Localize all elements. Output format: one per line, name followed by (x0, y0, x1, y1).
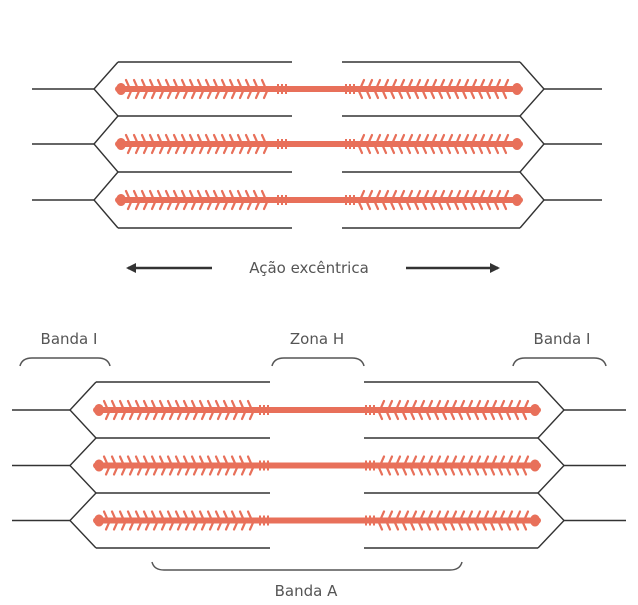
myosin-end-left (94, 460, 104, 472)
bracket-band-i-left (20, 358, 110, 366)
myosin-end-right (512, 194, 522, 206)
sarcomere-reference (12, 382, 626, 548)
z-line-left (70, 382, 96, 548)
z-line-right (538, 382, 564, 548)
z-line-left (94, 62, 118, 228)
band-i-right-label: Banda I (534, 332, 591, 347)
myosin-filament (116, 135, 522, 153)
bracket-band-i-right (513, 358, 606, 366)
bracket-band-a (152, 562, 462, 570)
myosin-end-right (512, 138, 522, 150)
myosin-filament (94, 401, 540, 419)
myosin-filament (116, 80, 522, 98)
myosin-end-right (512, 83, 522, 95)
band-a-label: Banda A (275, 584, 338, 599)
myosin-end-left (116, 138, 126, 150)
myosin-end-left (116, 194, 126, 206)
myosin-end-right (530, 404, 540, 416)
myosin-end-left (94, 515, 104, 527)
myosin-filament (94, 457, 540, 475)
band-i-left-label: Banda I (41, 332, 98, 347)
bracket-zone-h (272, 358, 364, 366)
myosin-filament (116, 191, 522, 209)
myosin-end-right (530, 460, 540, 472)
eccentric-action-label: Ação excêntrica (249, 261, 369, 276)
myosin-end-right (530, 515, 540, 527)
myosin-filament (94, 512, 540, 530)
myosin-end-left (116, 83, 126, 95)
myosin-end-left (94, 404, 104, 416)
sarcomere-stretched (32, 62, 602, 228)
zone-h-label: Zona H (290, 332, 344, 347)
z-line-right (520, 62, 544, 228)
